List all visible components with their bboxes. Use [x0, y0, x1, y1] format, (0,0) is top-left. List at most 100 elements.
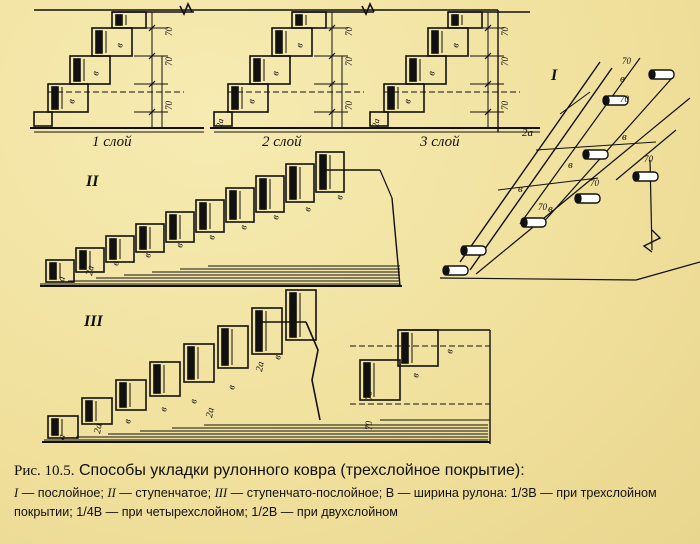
roll-sheet — [249, 55, 291, 85]
break-mark — [361, 2, 375, 16]
roof-edge — [469, 67, 613, 271]
roof-edge — [635, 261, 700, 281]
dimension-label: в — [270, 70, 282, 77]
roll-end — [574, 193, 582, 204]
dimension-label: в — [620, 73, 625, 85]
roll-edge-band — [275, 30, 283, 54]
roll-sheet — [251, 307, 283, 355]
roll-sheet — [69, 55, 111, 85]
roll-sheet — [149, 361, 181, 397]
dimension-label: в — [66, 98, 78, 105]
dimension-label: 70 — [344, 57, 354, 67]
dimension-label: в — [272, 354, 284, 361]
dimension-label: 70 — [620, 94, 630, 104]
dimension-tick — [484, 80, 492, 88]
break-mark — [179, 2, 193, 16]
dimension-label: 70 — [164, 57, 174, 67]
roll-sheet — [285, 163, 315, 203]
dimension-tick — [484, 108, 492, 116]
roll-edge-band — [255, 310, 263, 352]
section-label-three: III — [83, 313, 103, 330]
roll-edge-band — [295, 14, 303, 26]
roll-sheet — [369, 111, 389, 127]
roll-end — [442, 265, 450, 276]
legend-key-3: III — [214, 486, 228, 500]
roll-edge-band — [95, 30, 103, 54]
layer-label-2: 2 слой — [262, 134, 302, 150]
roll-edge-band — [115, 14, 123, 26]
legend-key-2: II — [107, 486, 116, 500]
dimension-tick — [484, 52, 492, 60]
dimension-label: 70 — [500, 27, 510, 37]
dimension-label: в — [238, 224, 250, 231]
dimension-label: в — [444, 348, 456, 355]
roll-sheet — [255, 175, 285, 213]
legend-key-1: I — [14, 486, 19, 500]
dimension-tick — [148, 52, 156, 60]
roll-sheet — [33, 111, 53, 127]
dimension-label: в — [410, 372, 422, 379]
roll-edge-band — [109, 238, 117, 260]
frame-line — [391, 197, 401, 287]
dimension-label: 70 — [344, 27, 354, 37]
roll-end — [460, 245, 468, 256]
figure-caption: Рис. 10.5. Способы укладки рулонного ков… — [14, 461, 692, 522]
roof-edge — [615, 129, 677, 181]
layer-label-3: 3 слой — [419, 134, 460, 150]
caption-legend: I — послойное; II — ступенчатое; III — с… — [14, 484, 692, 522]
break-mark — [642, 229, 662, 253]
dimension-tick — [484, 24, 492, 32]
dimension-label: 2а — [370, 117, 381, 128]
roll-sheet — [285, 289, 317, 341]
roll-edge-band — [49, 262, 57, 280]
roof-edge — [439, 277, 637, 281]
dimension-tick — [148, 80, 156, 88]
dimension-label: 70 — [500, 101, 510, 111]
roll-sheet — [165, 211, 195, 243]
dimension-tick — [328, 80, 336, 88]
dimension-line — [559, 91, 591, 115]
roll-edge-band — [73, 58, 81, 82]
roll-edge-band — [51, 86, 59, 110]
roll-end — [648, 69, 656, 80]
dimension-label: в — [226, 384, 238, 391]
dimension-label: в — [548, 203, 553, 215]
dimension-label: 70 — [364, 391, 374, 401]
dimension-line — [535, 141, 657, 151]
break-mark — [379, 169, 393, 199]
roll-sheet — [195, 199, 225, 233]
dimension-label: в — [450, 42, 462, 49]
roll-edge-band — [451, 14, 459, 26]
roll-sheet — [115, 379, 147, 411]
roll-edge-band — [187, 346, 195, 380]
roll-sheet — [315, 151, 345, 193]
dimension-label: 70 — [364, 421, 374, 431]
dimension-label: 2а — [204, 407, 217, 419]
roll-sheet — [135, 223, 165, 253]
roof-edge — [519, 57, 641, 225]
roll-edge-band — [319, 154, 327, 190]
roll-sheet — [405, 55, 447, 85]
legend-text-2: — ступенчатое; — [115, 486, 212, 500]
roll-edge-band — [289, 292, 297, 338]
roll-edge-band — [153, 364, 161, 394]
dimension-label: в — [246, 98, 258, 105]
roll-edge-band — [79, 250, 87, 270]
roll-edge-band — [169, 214, 177, 240]
roll-edge-band — [229, 190, 237, 220]
dimension-tick — [148, 24, 156, 32]
roll-sheet — [217, 325, 249, 369]
roll-end — [602, 95, 610, 106]
roll-edge-band — [119, 382, 127, 408]
legend-text-3: — ступенчато-послойное; — [227, 486, 383, 500]
dimension-label: 70 — [164, 101, 174, 111]
dimension-label: а — [386, 102, 397, 109]
dimension-label: 70 — [344, 101, 354, 111]
dimension-label: в — [402, 98, 414, 105]
roll-edge-band — [253, 58, 261, 82]
caption-title-line: Рис. 10.5. Способы укладки рулонного ков… — [14, 461, 692, 481]
dimension-label: 70 — [590, 178, 600, 188]
roll-end — [582, 149, 590, 160]
